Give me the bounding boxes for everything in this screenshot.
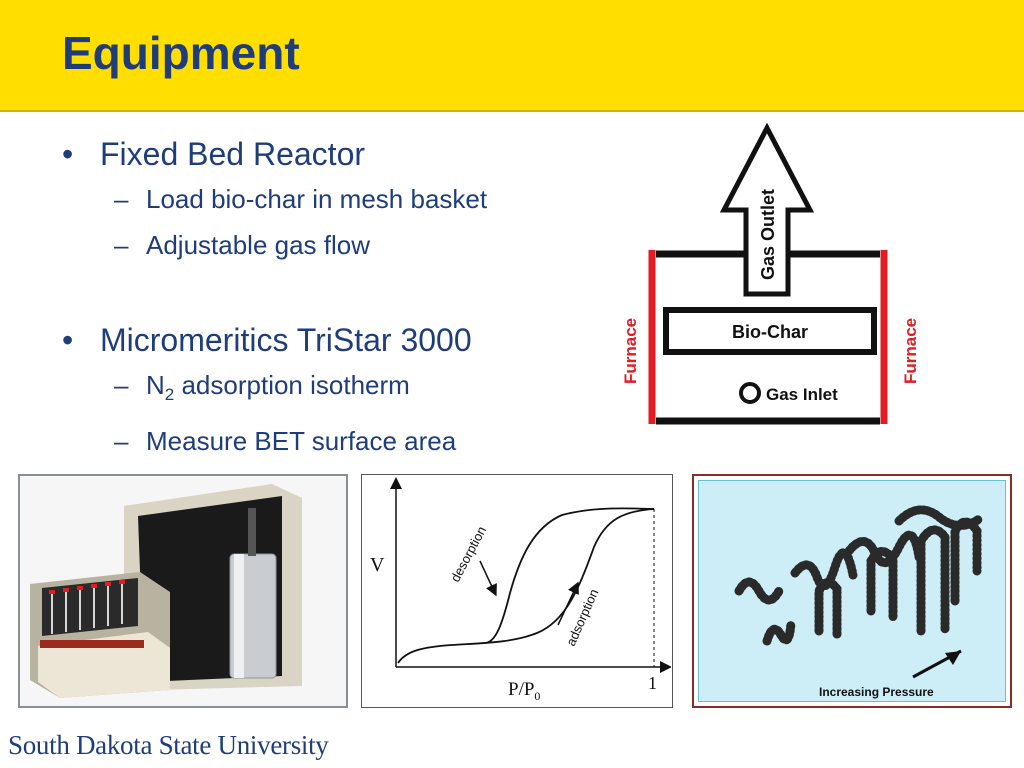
n2-subscript: 2 bbox=[164, 385, 175, 405]
sub-bullet-load-biochar: – Load bio-char in mesh basket bbox=[62, 176, 622, 222]
sub-bullet-bet: – Measure BET surface area bbox=[62, 418, 622, 464]
bullet-list: • Fixed Bed Reactor – Load bio-char in m… bbox=[62, 132, 622, 464]
adsorption-arrow bbox=[557, 581, 579, 626]
university-logo-text: South Dakota State University bbox=[8, 730, 329, 760]
furnace-label-right: Furnace bbox=[901, 318, 920, 384]
tristar-instrument-photo bbox=[18, 474, 348, 708]
bullet-tristar: • Micromeritics TriStar 3000 bbox=[62, 318, 622, 362]
n2-suffix: adsorption isotherm bbox=[174, 370, 410, 400]
bullet-text: Fixed Bed Reactor bbox=[100, 136, 366, 172]
title-banner: Equipment bbox=[0, 0, 1024, 112]
adsorption-label: adsorption bbox=[563, 587, 601, 649]
sub-bullet-text: Measure BET surface area bbox=[146, 426, 457, 457]
isotherm-plot-panel: desorption adsorption V P/P0 1 bbox=[361, 474, 673, 708]
isotherm-plot: desorption adsorption V P/P0 1 bbox=[370, 477, 672, 703]
gas-outlet-label: Gas Outlet bbox=[758, 189, 778, 280]
sub-bullet-text: Adjustable gas flow bbox=[146, 230, 371, 260]
sub-bullet-n2-isotherm: – N2 adsorption isotherm bbox=[62, 362, 622, 418]
x-axis-label: P/P0 bbox=[508, 679, 540, 703]
spacer bbox=[62, 268, 622, 318]
n2-prefix: N bbox=[146, 370, 165, 400]
desorption-arrow bbox=[479, 560, 497, 597]
increasing-pressure-label: Increasing Pressure bbox=[819, 685, 934, 699]
gas-outlet-arrow bbox=[719, 122, 815, 297]
gas-inlet-label: Gas Inlet bbox=[766, 385, 838, 404]
bullet-text: Micromeritics TriStar 3000 bbox=[100, 322, 472, 358]
sub-bullet-text: Load bio-char in mesh basket bbox=[146, 184, 488, 214]
tristar-illustration bbox=[20, 476, 346, 706]
bullet-glyph: • bbox=[62, 322, 74, 358]
y-axis-label: V bbox=[370, 554, 385, 576]
x-end-tick-label: 1 bbox=[648, 673, 657, 693]
dash-glyph: – bbox=[114, 370, 129, 400]
adsorption-curve bbox=[397, 508, 655, 664]
pore-figure-background: Increasing Pressure bbox=[698, 480, 1006, 702]
furnace-label-left: Furnace bbox=[621, 318, 640, 384]
biochar-label: Bio-Char bbox=[732, 322, 808, 342]
biochar-bed bbox=[663, 307, 877, 355]
dash-glyph: – bbox=[114, 184, 129, 214]
pore-filling-figure: Increasing Pressure bbox=[692, 474, 1012, 708]
bullet-fixed-bed-reactor: • Fixed Bed Reactor bbox=[62, 132, 622, 176]
pore-illustration bbox=[734, 505, 984, 679]
dash-glyph: – bbox=[114, 426, 129, 457]
desorption-curve bbox=[485, 507, 655, 644]
reactor-diagram: Gas Outlet Bio-Char Gas Inlet Furnace Fu… bbox=[621, 122, 920, 425]
bullet-glyph: • bbox=[62, 136, 74, 172]
dash-glyph: – bbox=[114, 230, 129, 260]
gas-inlet-icon bbox=[739, 382, 761, 404]
slide-title: Equipment bbox=[62, 27, 300, 79]
sub-bullet-gas-flow: – Adjustable gas flow bbox=[62, 222, 622, 268]
desorption-label: desorption bbox=[447, 524, 489, 585]
